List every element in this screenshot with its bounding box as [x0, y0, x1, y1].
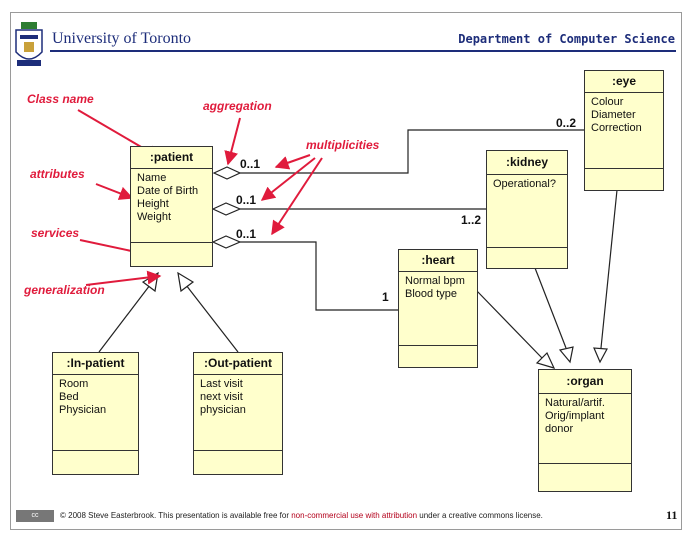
footer-text: © 2008 Steve Easterbrook. This presentat… — [60, 511, 543, 520]
generalization-heart-organ — [475, 289, 556, 369]
multiplicity-heart-end: 1 — [382, 290, 389, 304]
patient-class-name: :patient — [131, 147, 212, 169]
heart-class: :heart Normal bpm Blood type — [398, 249, 478, 368]
university-crest-icon — [15, 22, 43, 66]
attribute-item: Room — [59, 378, 89, 390]
page-number: 11 — [666, 508, 678, 522]
eye-class: :eye Colour Diameter Correction — [584, 70, 664, 191]
multiplicity-eye-patient: 0..1 — [240, 157, 261, 171]
attribute-item: Correction — [591, 122, 642, 134]
heart-attributes: Normal bpm Blood type — [399, 272, 477, 346]
multiplicity-eye-end: 0..2 — [556, 116, 577, 130]
attribute-item: Normal bpm — [405, 275, 465, 287]
attribute-item: Diameter — [591, 109, 636, 121]
attribute-item: Operational? — [493, 178, 556, 190]
university-title: University of Toronto — [52, 30, 192, 47]
organ-class-name: :organ — [539, 370, 631, 394]
creative-commons-badge[interactable]: cc — [16, 510, 54, 522]
department-title: Department of Computer Science — [458, 32, 675, 46]
attribute-item: Bed — [59, 391, 79, 403]
outpatient-class-name: :Out-patient — [194, 353, 282, 375]
attribute-item: physician — [200, 404, 246, 416]
footer-license-tail: under a creative commons license. — [417, 511, 543, 520]
annotation-services: services — [31, 226, 80, 240]
association-kidney — [211, 202, 486, 216]
outpatient-attributes: Last visit next visit physician — [194, 375, 282, 451]
attribute-item: Name — [137, 172, 167, 184]
attribute-item: Orig/implant — [545, 410, 605, 422]
organ-class: :organ Natural/artif. Orig/implant donor — [538, 369, 632, 492]
footer-copyright: © 2008 Steve Easterbrook. This presentat… — [60, 511, 292, 520]
generalization-kidney-organ — [534, 267, 574, 364]
inpatient-attributes: Room Bed Physician — [53, 375, 138, 451]
eye-attributes: Colour Diameter Correction — [585, 93, 663, 169]
attribute-item: next visit — [200, 391, 243, 403]
header-rule — [50, 50, 676, 52]
outpatient-class: :Out-patient Last visit next visit physi… — [193, 352, 283, 475]
attribute-item: Physician — [59, 404, 107, 416]
generalization-outpatient — [177, 271, 239, 353]
attribute-item: Blood type — [405, 288, 457, 300]
annotation-multiplicities: multiplicities — [306, 138, 380, 152]
multiplicity-kidney-patient: 0..1 — [236, 193, 257, 207]
annotation-aggregation: aggregation — [203, 99, 272, 113]
patient-attributes: Name Date of Birth Height Weight — [131, 169, 212, 243]
annotation-attributes: attributes — [30, 167, 85, 181]
inpatient-class: :In-patient Room Bed Physician — [52, 352, 139, 475]
association-heart — [211, 235, 398, 311]
kidney-class-name: :kidney — [487, 151, 567, 175]
slide-frame — [10, 12, 682, 530]
eye-class-name: :eye — [585, 71, 663, 93]
multiplicity-kidney-end: 1..2 — [461, 213, 482, 227]
annotation-class-name: Class name — [27, 92, 94, 106]
attribute-item: Natural/artif. — [545, 397, 605, 409]
heart-class-name: :heart — [399, 250, 477, 272]
license-link[interactable]: non-commercial use with attribution — [291, 511, 418, 520]
inpatient-class-name: :In-patient — [53, 353, 138, 375]
annotation-generalization: generalization — [24, 283, 105, 297]
attribute-item: Weight — [137, 211, 172, 223]
attribute-item: Last visit — [200, 378, 243, 390]
attribute-item: Height — [137, 198, 169, 210]
kidney-class: :kidney Operational? — [486, 150, 568, 269]
organ-attributes: Natural/artif. Orig/implant donor — [539, 394, 631, 464]
kidney-attributes: Operational? — [487, 175, 567, 248]
generalization-inpatient — [98, 271, 159, 353]
attribute-item: donor — [545, 423, 574, 435]
attribute-item: Date of Birth — [137, 185, 199, 197]
multiplicity-heart-patient: 0..1 — [236, 227, 257, 241]
attribute-item: Colour — [591, 96, 624, 108]
association-eye — [212, 129, 584, 180]
generalization-eye-organ — [593, 189, 618, 364]
patient-class: :patient Name Date of Birth Height Weigh… — [130, 146, 213, 267]
